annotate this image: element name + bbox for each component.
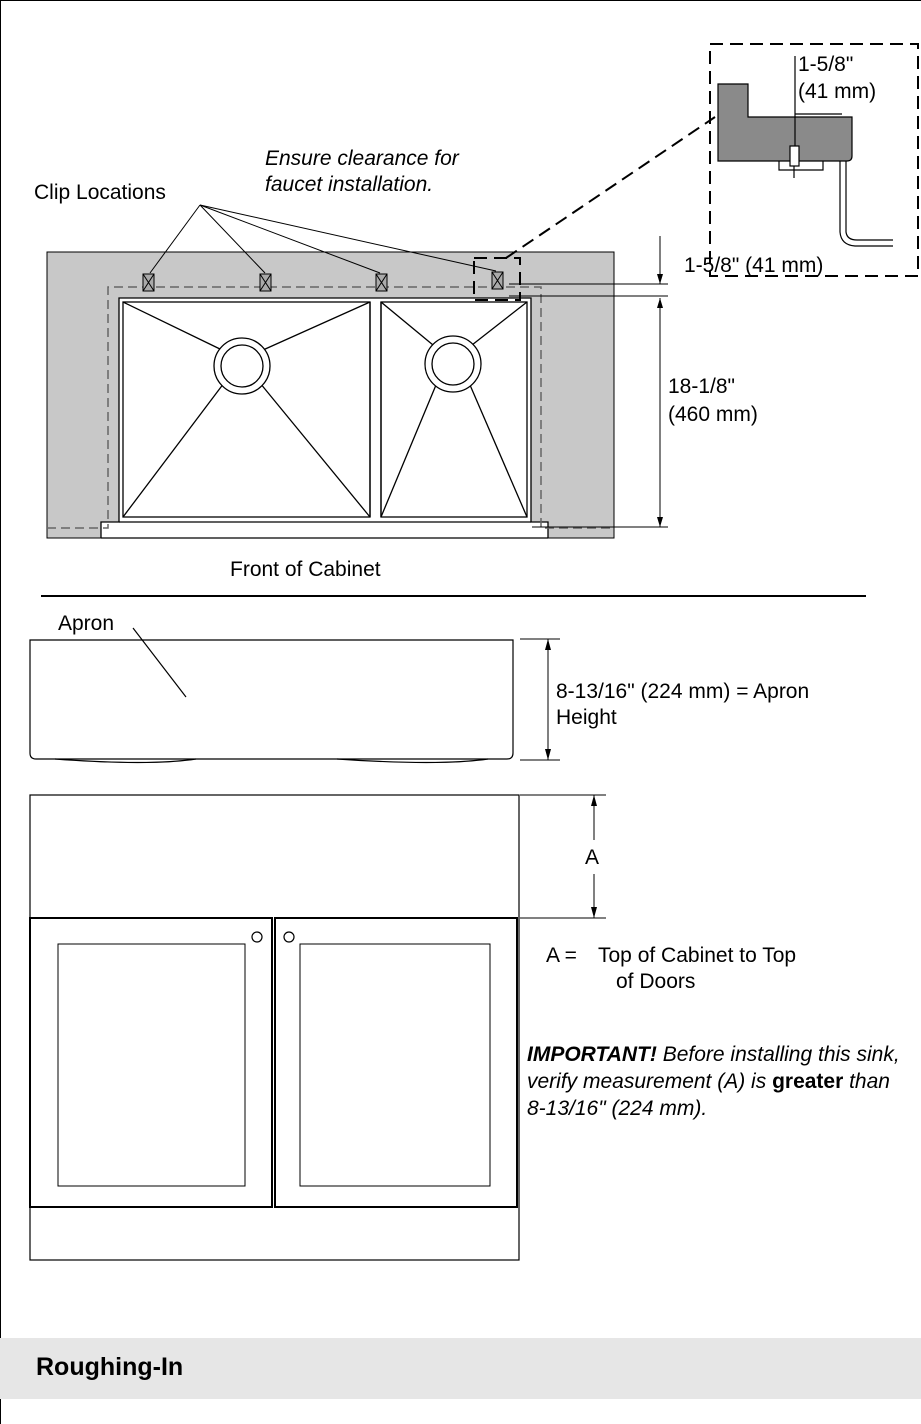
faucet-note-line2: faucet installation.	[265, 173, 434, 196]
important-text1: Before installing this sink, verify meas…	[527, 1043, 900, 1093]
apron-height-arrowheads	[545, 639, 551, 760]
important-lead: IMPORTANT!	[527, 1043, 657, 1066]
depth-dim-mm: (460 mm)	[668, 403, 758, 426]
apron-height-line1: 8-13/16" (224 mm) = Apron	[556, 680, 810, 703]
section-title: Roughing-In	[36, 1353, 184, 1381]
front-of-cabinet-label: Front of Cabinet	[230, 558, 381, 581]
clip-leader-lines	[149, 204, 497, 274]
dimension-arrowheads	[657, 274, 663, 527]
a-def-line2: of Doors	[616, 970, 696, 993]
important-emphasis: greater	[772, 1070, 844, 1093]
clip-locations-label: Clip Locations	[34, 181, 166, 204]
apron-label: Apron	[58, 612, 115, 635]
drain-left	[213, 337, 271, 395]
section-header-band	[0, 1338, 921, 1399]
edge-dim-label: 1-5/8" (41 mm)	[684, 254, 824, 277]
sink-basins	[100, 297, 549, 539]
important-text2: than 8-13/16" (224 mm).	[527, 1070, 890, 1120]
dim-a-label: A	[585, 846, 600, 869]
countertop	[46, 251, 615, 539]
faucet-note-line1: Ensure clearance for	[265, 147, 459, 170]
a-def-line1: Top of Cabinet to Top	[598, 944, 797, 967]
detail-section	[717, 56, 893, 247]
detail-dim-inch: 1-5/8"	[798, 53, 854, 76]
detail-dim-mm: (41 mm)	[798, 80, 877, 103]
detail-callout-box	[473, 43, 919, 301]
drain-right	[424, 335, 482, 393]
apron-height-line2: Height	[556, 706, 617, 729]
important-note: IMPORTANT! Before installing this sink, …	[527, 1041, 907, 1122]
depth-dim-inch: 18-1/8"	[668, 375, 735, 398]
clip-outline-dashed	[47, 286, 614, 529]
apron-front	[29, 627, 514, 764]
a-def-prefix: A =	[546, 944, 577, 967]
apron-height-dim	[520, 638, 560, 761]
cabinet	[29, 794, 520, 1261]
dimension-lines	[41, 236, 866, 597]
clip-markers	[142, 271, 504, 292]
cabinet-a-arrowheads	[591, 795, 597, 918]
